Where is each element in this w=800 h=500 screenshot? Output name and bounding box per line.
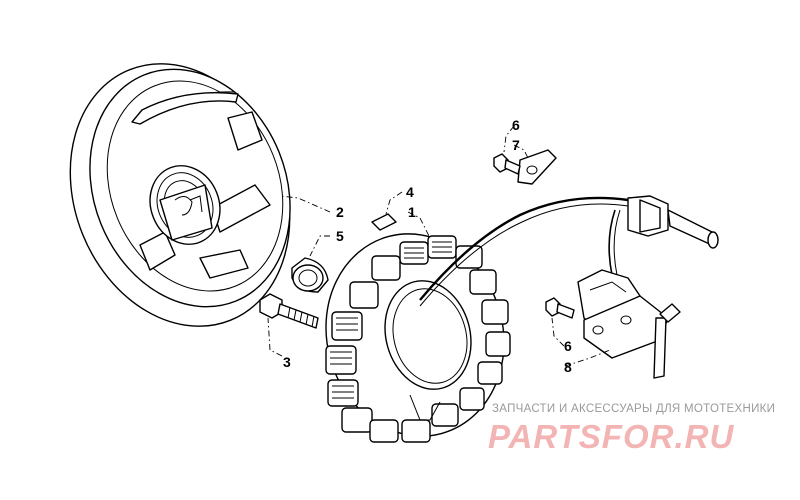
callout-5: 5 — [336, 228, 344, 244]
callout-3: 3 — [283, 354, 291, 370]
pickup-coil-part — [577, 269, 681, 379]
wire-harness-part — [419, 195, 719, 307]
callout-1: 1 — [408, 204, 416, 220]
flywheel-part — [69, 63, 291, 327]
collar-part — [291, 257, 329, 293]
callout-6-bottom: 6 — [564, 338, 572, 354]
watermark-logo: PARTSFOR.RU — [488, 418, 735, 455]
callout-8: 8 — [564, 359, 572, 375]
callout-labels: 1 2 3 4 5 6 7 6 8 — [283, 117, 572, 375]
clip-bracket-part — [517, 149, 557, 185]
leader-lines — [267, 125, 611, 367]
watermark-caption: ЗАПЧАСТИ И АКСЕССУАРЫ ДЛЯ МОТОТЕХНИКИ — [492, 403, 776, 415]
key-part — [371, 213, 397, 231]
screw-bottom-part — [545, 297, 575, 319]
callout-2: 2 — [336, 204, 344, 220]
callout-4: 4 — [406, 184, 414, 200]
stator-part — [325, 233, 511, 443]
bolt-part — [259, 293, 319, 329]
screw-top-part — [493, 153, 521, 175]
callout-6-top: 6 — [512, 117, 520, 133]
callout-7: 7 — [512, 137, 520, 153]
